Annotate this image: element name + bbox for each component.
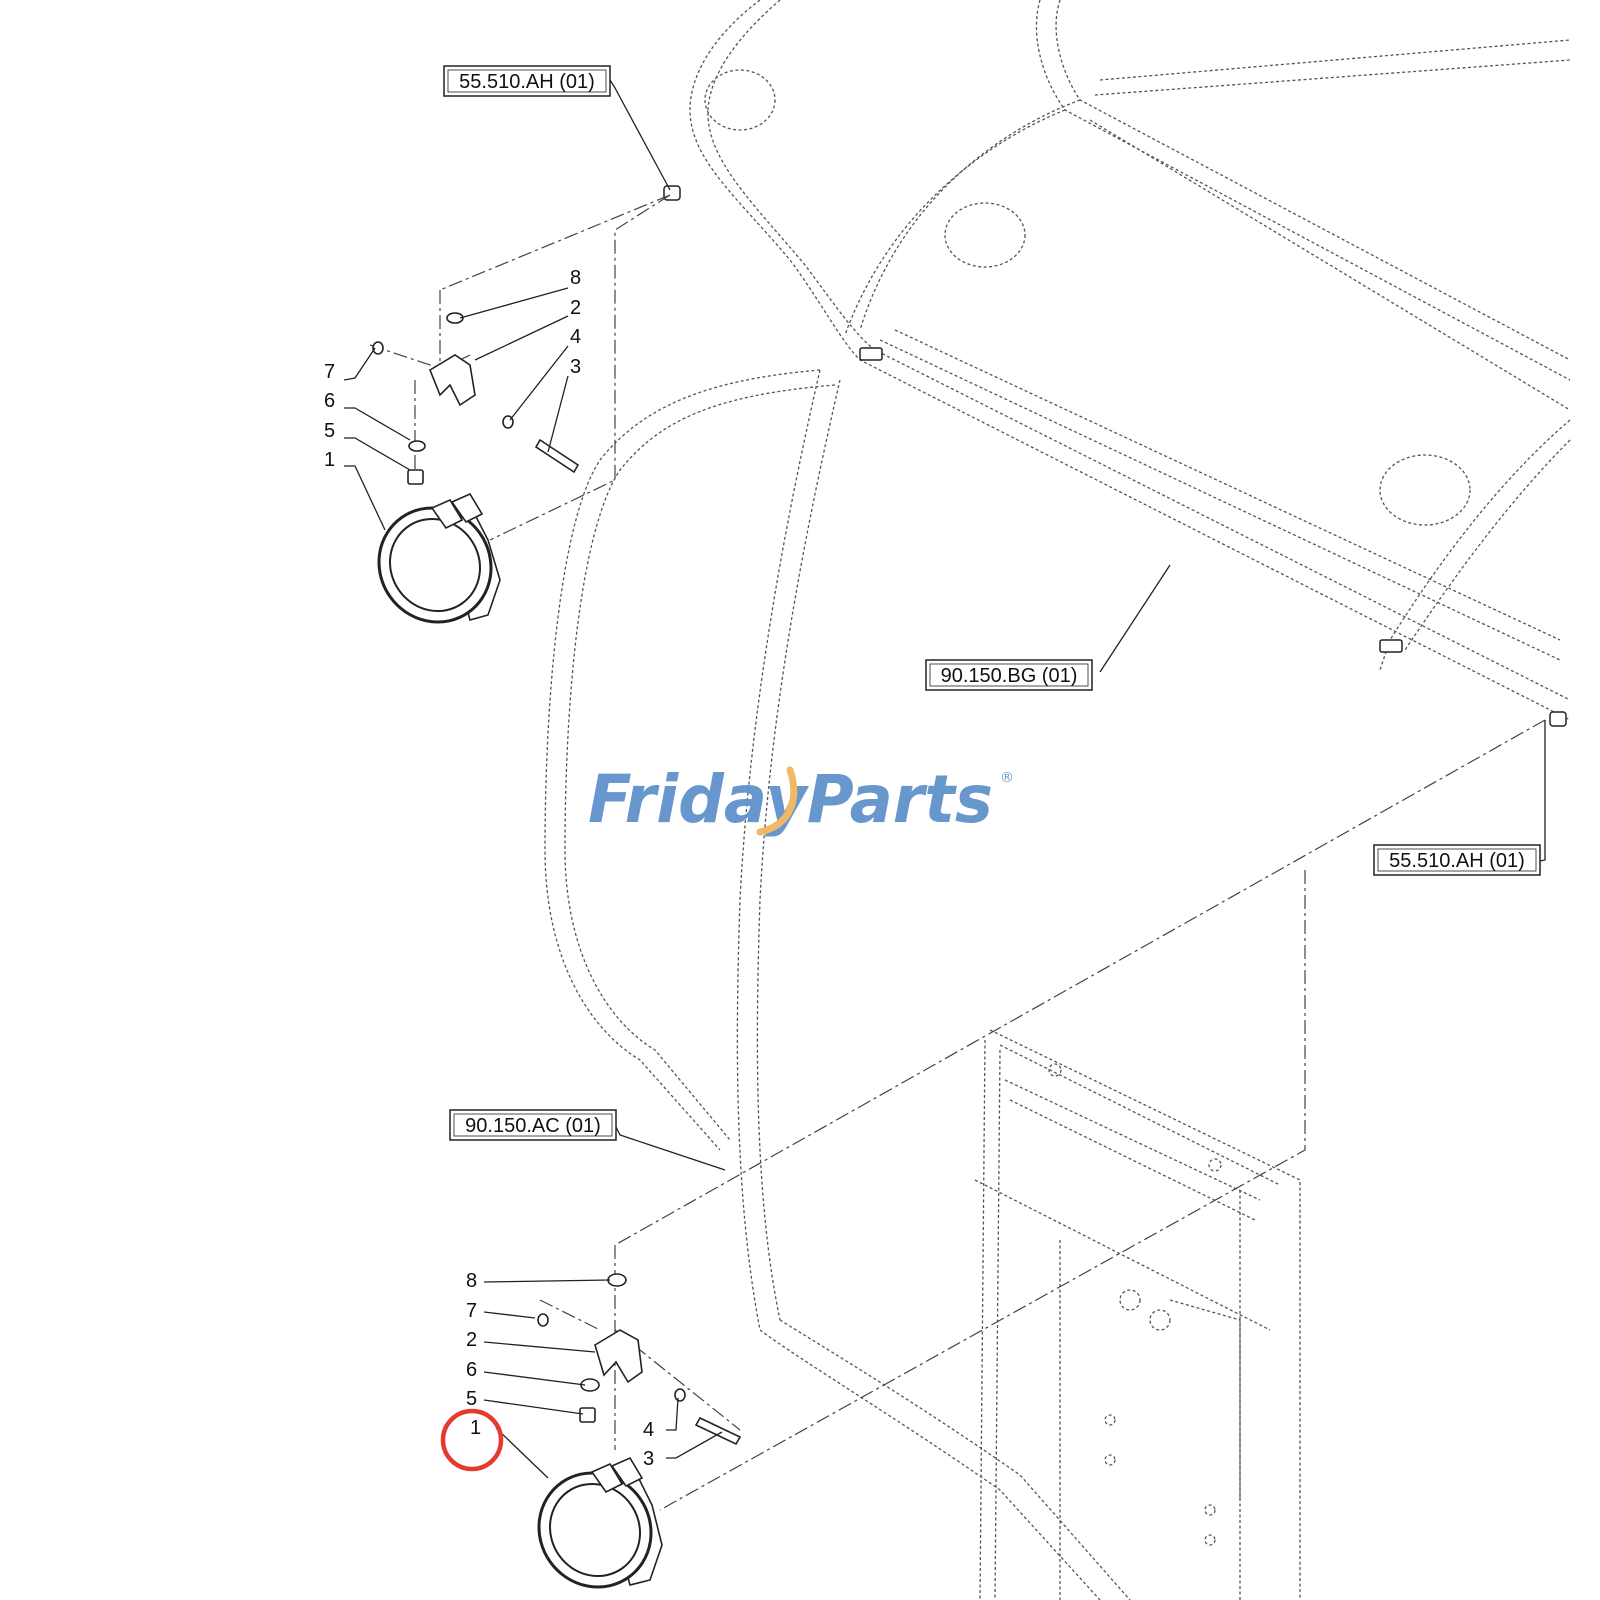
watermark-logo: FridayParts ® [588,761,1014,838]
ref-box-top[interactable]: 55.510.AH (01) [443,65,611,97]
lower-callout-2[interactable]: 2 [466,1329,477,1351]
upper-work-lamp-1 [377,492,501,624]
upper-callout-6[interactable]: 6 [324,390,335,412]
lower-callouts: 8 7 2 6 5 1 4 3 [466,1270,654,1470]
upper-callouts: 8 2 4 3 7 6 5 1 [324,267,581,471]
lower-nut-5 [579,1407,596,1423]
lower-lamp-assembly [537,1273,742,1589]
upper-washer-8 [446,312,464,324]
roof-bracket-right [1379,639,1403,653]
watermark-accent-swoosh [756,766,798,836]
upper-bolt-3 [534,438,580,474]
upper-callout-3[interactable]: 3 [570,356,581,378]
assembly-lines [369,194,1546,1511]
upper-lockwasher-7 [372,341,384,355]
lower-washer-8 [607,1273,627,1287]
upper-callout-5[interactable]: 5 [324,420,335,442]
watermark-registered-mark: ® [1000,770,1014,786]
upper-callout-8[interactable]: 8 [570,267,581,289]
lower-callout-7[interactable]: 7 [466,1300,477,1322]
mounting-bolts [663,185,1567,727]
lower-bracket-2 [594,1329,643,1384]
ref-box-roof[interactable]: 90.150.BG (01) [925,659,1093,691]
lower-callout-6[interactable]: 6 [466,1359,477,1381]
lower-bolt-3 [694,1416,742,1446]
upper-nut-5 [407,469,424,485]
lower-callout-5[interactable]: 5 [466,1388,477,1410]
upper-callout-7[interactable]: 7 [324,361,335,383]
ref-label-right: 55.510.AH (01) [1389,850,1525,872]
upper-lamp-assembly [372,312,580,624]
lower-nut-4 [674,1388,686,1402]
roof-bolt-right [1549,711,1567,727]
lower-callout-4[interactable]: 4 [643,1419,654,1441]
lower-callout-8[interactable]: 8 [466,1270,477,1292]
ref-label-roof: 90.150.BG (01) [941,665,1078,687]
upper-washer-6 [408,440,426,452]
lower-work-lamp-1 [537,1456,663,1589]
ref-box-right[interactable]: 55.510.AH (01) [1373,844,1541,876]
lower-callout-1[interactable]: 1 [470,1417,481,1439]
ref-box-frame[interactable]: 90.150.AC (01) [449,1109,617,1141]
upper-bracket-2 [429,354,476,407]
ref-label-top: 55.510.AH (01) [459,71,595,93]
cab-structure [544,0,1571,1600]
highlight-circle [440,1408,504,1472]
lower-lockwasher-7 [537,1313,549,1327]
lower-callout-3[interactable]: 3 [643,1448,654,1470]
upper-callout-4[interactable]: 4 [570,326,581,348]
upper-callout-2[interactable]: 2 [570,297,581,319]
roof-bracket-left [859,347,883,361]
ref-label-frame: 90.150.AC (01) [465,1115,601,1137]
upper-callout-1[interactable]: 1 [324,449,335,471]
